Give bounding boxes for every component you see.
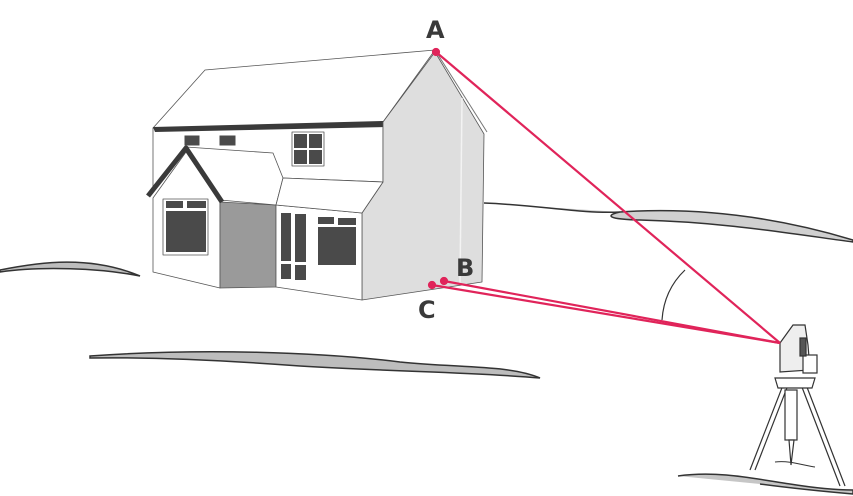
porch-window <box>318 217 356 265</box>
middle-hill <box>89 351 541 379</box>
beam-c <box>431 283 781 345</box>
point-b-marker <box>439 276 449 286</box>
upper-window-small <box>183 134 201 147</box>
tripod-ground <box>677 473 853 495</box>
label-c: C <box>418 296 436 324</box>
bay-side <box>219 201 277 289</box>
ground <box>0 202 853 495</box>
bay-gable-trim <box>146 145 225 204</box>
point-c-marker <box>427 280 437 290</box>
porch-roof <box>275 177 384 214</box>
bay-window <box>162 198 209 256</box>
left-hill <box>0 261 141 277</box>
upper-window-small <box>218 134 237 147</box>
label-b: B <box>456 254 474 282</box>
door <box>281 213 306 280</box>
point-a-marker <box>431 47 441 57</box>
upper-window <box>291 131 325 167</box>
horizon-right <box>483 202 853 243</box>
house <box>146 49 488 301</box>
roof-eave <box>153 121 385 132</box>
angle-arc <box>661 269 686 321</box>
total-station-tripod <box>749 324 846 487</box>
beam-a <box>435 51 781 344</box>
measurement-beams <box>427 47 781 345</box>
label-a: A <box>426 16 445 44</box>
